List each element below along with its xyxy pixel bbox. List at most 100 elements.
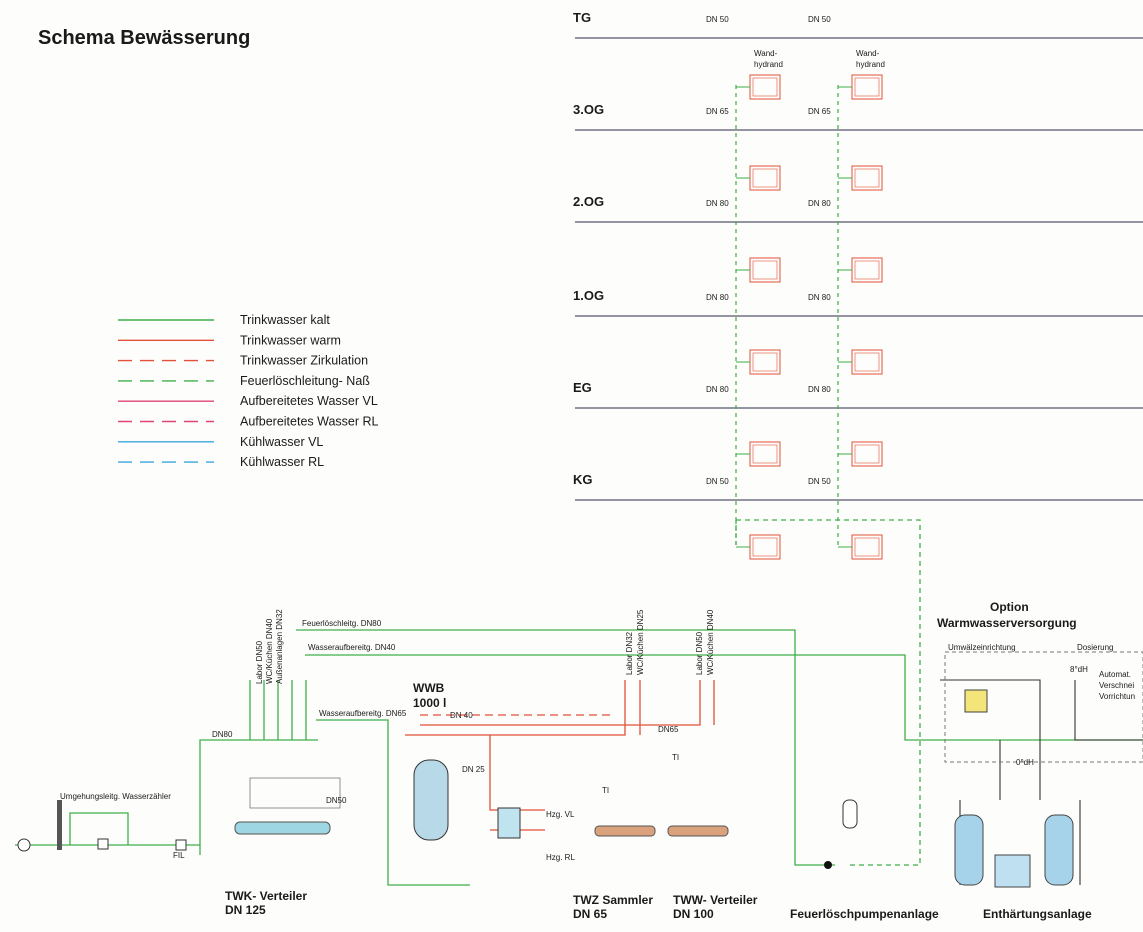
outlet-label: Labor DN50 <box>695 631 704 675</box>
bottom-title-twz: TWZ Sammler <box>573 893 653 907</box>
riser-dn-label: DN 50 <box>808 15 831 24</box>
label-ti-tww: TI <box>672 753 679 762</box>
floor-label: 2.OG <box>573 194 604 209</box>
riser-dn-label: DN 50 <box>808 477 831 486</box>
legend-label: Feuerlöschleitung- Naß <box>240 374 370 388</box>
legend-label: Aufbereitetes Wasser RL <box>240 415 379 429</box>
fire-line-dn80-pipe <box>296 629 835 866</box>
label-feuerloesch: Feuerlöschleitg. DN80 <box>302 619 382 628</box>
floor-label: TG <box>573 10 591 25</box>
label-fil: FIL <box>173 851 185 860</box>
label-aufbereit1: Wasseraufbereitg. DN40 <box>308 643 396 652</box>
label-dn80: DN80 <box>212 730 233 739</box>
hydrant-label: hydrand <box>856 60 885 69</box>
pipe-labels: Feuerlöschleitg. DN80 Wasseraufbereitg. … <box>60 619 679 862</box>
option-dosierung: Dosierung <box>1077 643 1113 652</box>
water-meter-icon <box>17 838 31 852</box>
floor-levels: TG 3.OG 2.OG 1.OG EG KG <box>573 10 1143 501</box>
label-umgehung: Umgehungsleitg. Wasserzähler <box>60 792 171 801</box>
option-umwaelz: Umwälzeinrichtung <box>948 643 1016 652</box>
hydrant-cabinet <box>851 74 883 100</box>
bottom-title-twk: TWK- Verteiler <box>225 889 307 903</box>
hydrant-cabinet <box>851 349 883 375</box>
floor-label: 3.OG <box>573 102 604 117</box>
hydrant-cabinet <box>851 534 883 560</box>
hydrant-cabinet <box>851 257 883 283</box>
hydrant-cabinet <box>749 257 781 283</box>
option-title: Option <box>990 600 1029 614</box>
outlet-label: Labor DN32 <box>625 631 634 675</box>
floor-label: 1.OG <box>573 288 604 303</box>
riser-dn-label: DN 65 <box>706 107 729 116</box>
label-dn25: DN 25 <box>462 765 485 774</box>
wwb-volume: 1000 l <box>413 696 446 710</box>
wall-hatch <box>57 800 62 850</box>
hydrant-cabinet <box>851 441 883 467</box>
bypass-pipe <box>69 812 129 845</box>
option-dh8: 8°dH <box>1070 665 1088 674</box>
hydrant-label: Wand- <box>856 49 880 58</box>
legend-label: Trinkwasser kalt <box>240 313 330 327</box>
hydrant-label: Wand- <box>754 49 778 58</box>
wwb-title: WWB <box>413 681 445 695</box>
water-meter-box <box>97 838 109 850</box>
heater-box <box>964 689 988 713</box>
option-labels: Option Warmwasserversorgung Umwälzeinric… <box>937 600 1135 767</box>
outlet-label: WC/Küchen DN40 <box>706 609 715 675</box>
bottom-sub-tww: DN 100 <box>673 907 714 921</box>
hydrant-cabinet <box>749 165 781 191</box>
outlet-label: WC/Küchen DN40 <box>265 618 274 684</box>
label-dn50: DN50 <box>326 796 347 805</box>
option-automat: Automat. <box>1099 670 1131 679</box>
hydrant-cabinet <box>851 165 883 191</box>
twz-distributor <box>594 825 656 837</box>
option-vorrichtung: Vorrichtun <box>1099 692 1135 701</box>
heat-exchanger <box>497 807 521 839</box>
wwb-tank <box>413 759 449 841</box>
page-title: Schema Bewässerung <box>38 27 250 49</box>
label-hzg-vl: Hzg. VL <box>546 810 575 819</box>
outlet-label: WC/Küchen DN25 <box>636 609 645 675</box>
legend-label: Trinkwasser warm <box>240 333 341 347</box>
label-aufbereit2: Wasseraufbereitg. DN65 <box>319 709 407 718</box>
brine-tank <box>994 854 1031 888</box>
riser-dn-label: DN 50 <box>706 15 729 24</box>
bottom-title-tww: TWW- Verteiler <box>673 893 758 907</box>
water-treatment-dn40-pipe <box>305 654 1143 741</box>
legend-label: Kühlwasser RL <box>240 455 324 469</box>
hydrant-label: hydrand <box>754 60 783 69</box>
option-subtitle: Warmwasserversorgung <box>937 616 1077 630</box>
legend-label: Aufbereitetes Wasser VL <box>240 394 378 408</box>
bottom-sub-twk: DN 125 <box>225 903 266 917</box>
option-frame <box>944 651 1143 763</box>
riser-dn-label: DN 80 <box>706 199 729 208</box>
bottom-labels: TWK- Verteiler DN 125 TWZ Sammler DN 65 … <box>225 889 1092 921</box>
softener-tank-left <box>954 814 984 886</box>
floor-label: KG <box>573 472 593 487</box>
label-ti-twz: TI <box>602 786 609 795</box>
riser-dn-label: DN 65 <box>808 107 831 116</box>
riser-dn-label: DN 80 <box>808 385 831 394</box>
legend-label: Kühlwasser VL <box>240 435 323 449</box>
bottom-title-fire-pump: Feuerlöschpumpenanlage <box>790 907 939 921</box>
riser-dn-label: DN 80 <box>808 199 831 208</box>
inlet-dn80-pipe <box>199 739 318 855</box>
floor-label: EG <box>573 380 592 395</box>
filter-icon <box>175 839 187 851</box>
label-hzg-rl: Hzg. RL <box>546 853 575 862</box>
softener-tank-right <box>1044 814 1074 886</box>
riser-dn-label: DN 50 <box>706 477 729 486</box>
label-dn40: DN 40 <box>450 711 473 720</box>
twk-distributor <box>234 821 331 835</box>
outlet-label: Außenanlagen DN32 <box>275 609 284 684</box>
option-verschnei: Verschnei <box>1099 681 1134 690</box>
bottom-title-softener: Enthärtungsanlage <box>983 907 1092 921</box>
fire-main-pipe <box>736 519 921 866</box>
hydrant-cabinet <box>749 349 781 375</box>
hot-water-pipe <box>405 680 641 736</box>
